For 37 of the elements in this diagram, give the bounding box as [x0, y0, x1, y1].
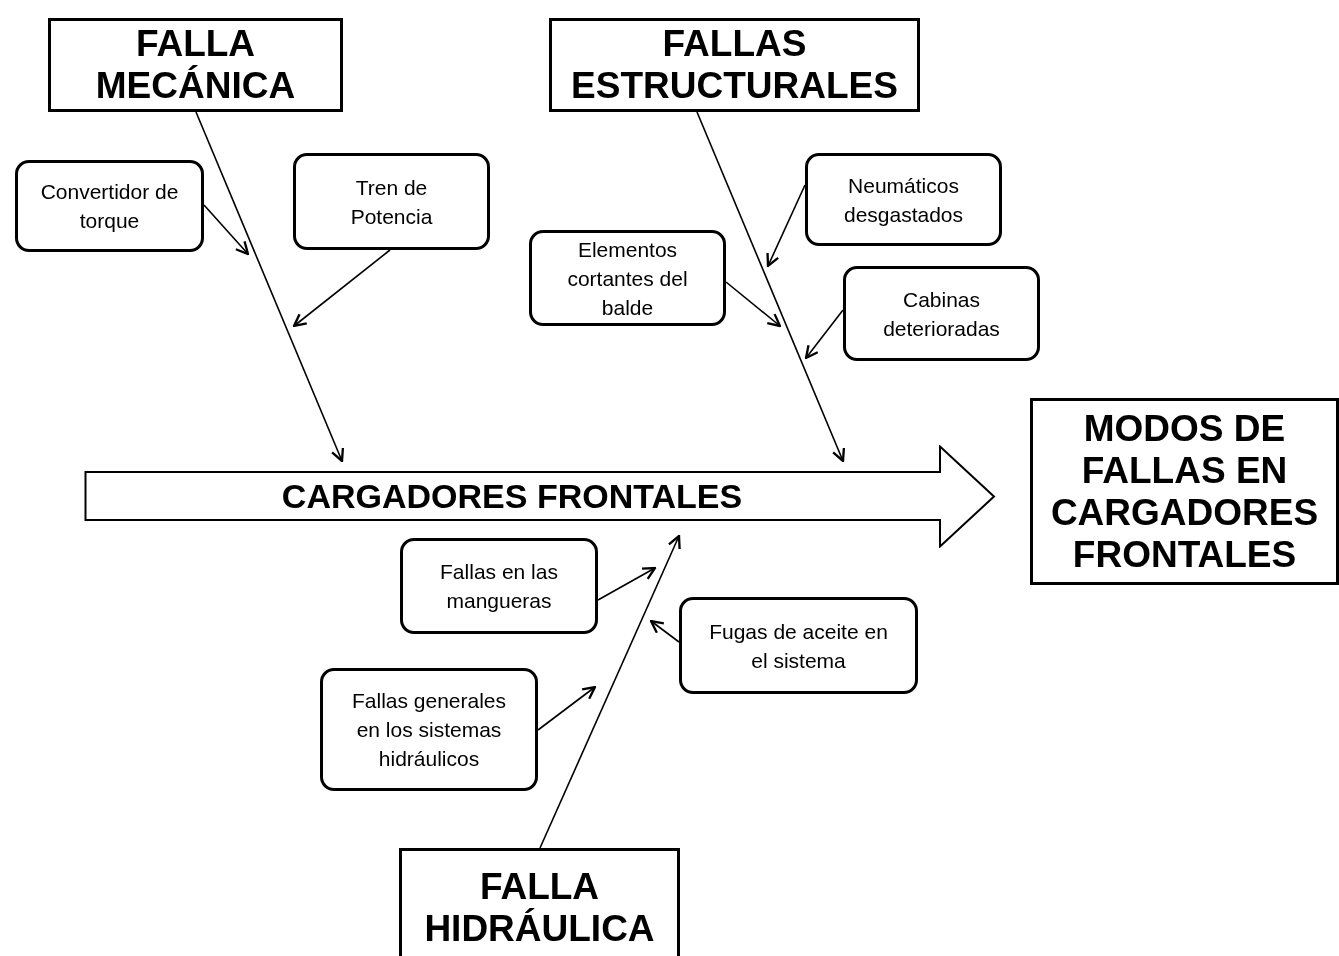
- cause-label: Cabinas deterioradas: [882, 286, 1001, 342]
- cause-label: Elementos cortantes del balde: [566, 236, 689, 321]
- arrow: [597, 566, 657, 601]
- arrow: [539, 534, 681, 849]
- fishbone-spine: [84, 445, 996, 548]
- cause-box: [679, 597, 918, 694]
- cause-label: Fallas generales en los sistemas hidráulicos: [350, 688, 508, 772]
- cause-box: [320, 668, 538, 791]
- arrow: [649, 619, 680, 643]
- arrow: [203, 204, 250, 256]
- arrow: [537, 685, 597, 731]
- cause-box: [15, 160, 204, 252]
- category-label: FALLA MECÁNICA: [94, 23, 297, 107]
- category-label: FALLA HIDRÁULICA: [423, 866, 656, 950]
- category-box: [549, 18, 920, 112]
- cause-label: Fugas de aceite en el sistema: [708, 618, 889, 674]
- category-label: MODOS DE FALLAS EN CARGADORES FRONTALES: [1049, 407, 1320, 576]
- cause-box: [400, 538, 598, 634]
- category-label: FALLAS ESTRUCTURALES: [570, 23, 899, 107]
- category-box: [48, 18, 343, 112]
- arrow: [804, 309, 844, 360]
- cause-label: Neumáticos desgastados: [842, 172, 965, 228]
- arrow: [725, 281, 782, 328]
- arrow: [292, 249, 391, 328]
- cause-box: [843, 266, 1040, 361]
- cause-box: [293, 153, 490, 250]
- arrow: [696, 111, 846, 463]
- category-box: [399, 848, 680, 956]
- cause-box: [805, 153, 1002, 246]
- arrow: [195, 111, 345, 463]
- cause-label: Convertidor de torque: [40, 179, 179, 234]
- arrow: [766, 184, 806, 268]
- arrow-label: CARGADORES FRONTALES: [280, 477, 744, 516]
- cause-label: Fallas en las mangueras: [439, 559, 559, 614]
- cause-box: [529, 230, 726, 326]
- cause-label: Tren de Potencia: [349, 174, 434, 230]
- category-box: [1030, 398, 1339, 585]
